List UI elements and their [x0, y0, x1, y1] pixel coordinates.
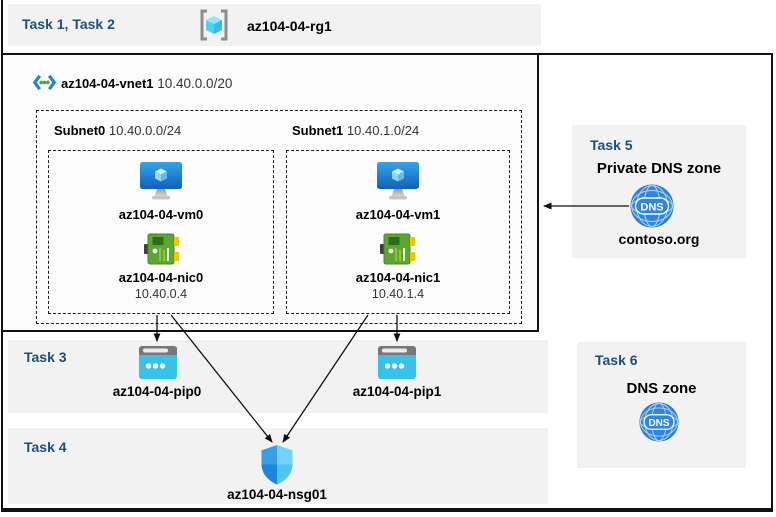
vnet-box	[1, 53, 539, 332]
private-dns-badge-text: DNS	[640, 202, 663, 214]
pip0-label: az104-04-pip0	[112, 384, 202, 399]
diagram-frame-left-spur	[1, 0, 3, 53]
subnet0-label: Subnet0 10.40.0.0/24	[54, 124, 181, 137]
task3-label: Task 3	[24, 349, 67, 365]
nic0-label: az104-04-nic0	[118, 270, 204, 285]
subnet1-cidr: 10.40.1.0/24	[346, 123, 420, 138]
dns-zone-title: DNS zone	[626, 380, 697, 397]
subnet1-name: Subnet1	[292, 123, 344, 138]
subnet0-name: Subnet0	[54, 123, 106, 138]
vnet-cidr: 10.40.0.0/20	[157, 76, 233, 91]
private-dns-zone-icon: DNS	[630, 184, 674, 228]
nic1-ip: 10.40.1.4	[371, 287, 425, 301]
task-1-2-label: Task 1, Task 2	[22, 16, 115, 32]
nic1-icon	[380, 232, 416, 266]
vnet-icon	[33, 73, 56, 92]
task4-label: Task 4	[24, 439, 67, 455]
vm0-icon	[139, 161, 183, 201]
task3-band	[8, 340, 548, 413]
subnet1-dashed-box	[286, 150, 510, 314]
subnet0-cidr: 10.40.0.0/24	[108, 123, 182, 138]
pip1-label: az104-04-pip1	[352, 384, 442, 399]
vm0-label: az104-04-vm0	[118, 207, 204, 222]
task6-label: Task 6	[595, 352, 638, 368]
task5-label: Task 5	[590, 137, 633, 153]
vm1-label: az104-04-vm1	[355, 207, 441, 222]
subnets-dashed-container	[36, 110, 522, 324]
subnet0-dashed-box	[48, 150, 274, 314]
subnet1-label: Subnet1 10.40.1.0/24	[292, 124, 419, 137]
nsg-label: az104-04-nsg01	[227, 487, 327, 502]
nic1-label: az104-04-nic1	[355, 270, 441, 285]
private-dns-zone-name: contoso.org	[618, 231, 700, 247]
vm1-icon	[376, 161, 420, 201]
resource-group-name: az104-04-rg1	[247, 18, 332, 34]
vnet-label: az104-04-vnet1 10.40.0.0/20	[61, 77, 232, 91]
pip1-icon	[378, 346, 416, 379]
vnet-name: az104-04-vnet1	[61, 76, 154, 91]
nic0-icon	[144, 232, 180, 266]
dns-zone-icon: DNS	[639, 402, 679, 442]
nsg-shield-icon	[259, 444, 295, 485]
pip0-icon	[139, 346, 177, 379]
resource-group-icon	[197, 8, 231, 42]
nic0-ip: 10.40.0.4	[134, 287, 188, 301]
dns-badge-text: DNS	[648, 418, 669, 429]
private-dns-zone-title: Private DNS zone	[596, 160, 722, 177]
header-band	[8, 4, 541, 46]
